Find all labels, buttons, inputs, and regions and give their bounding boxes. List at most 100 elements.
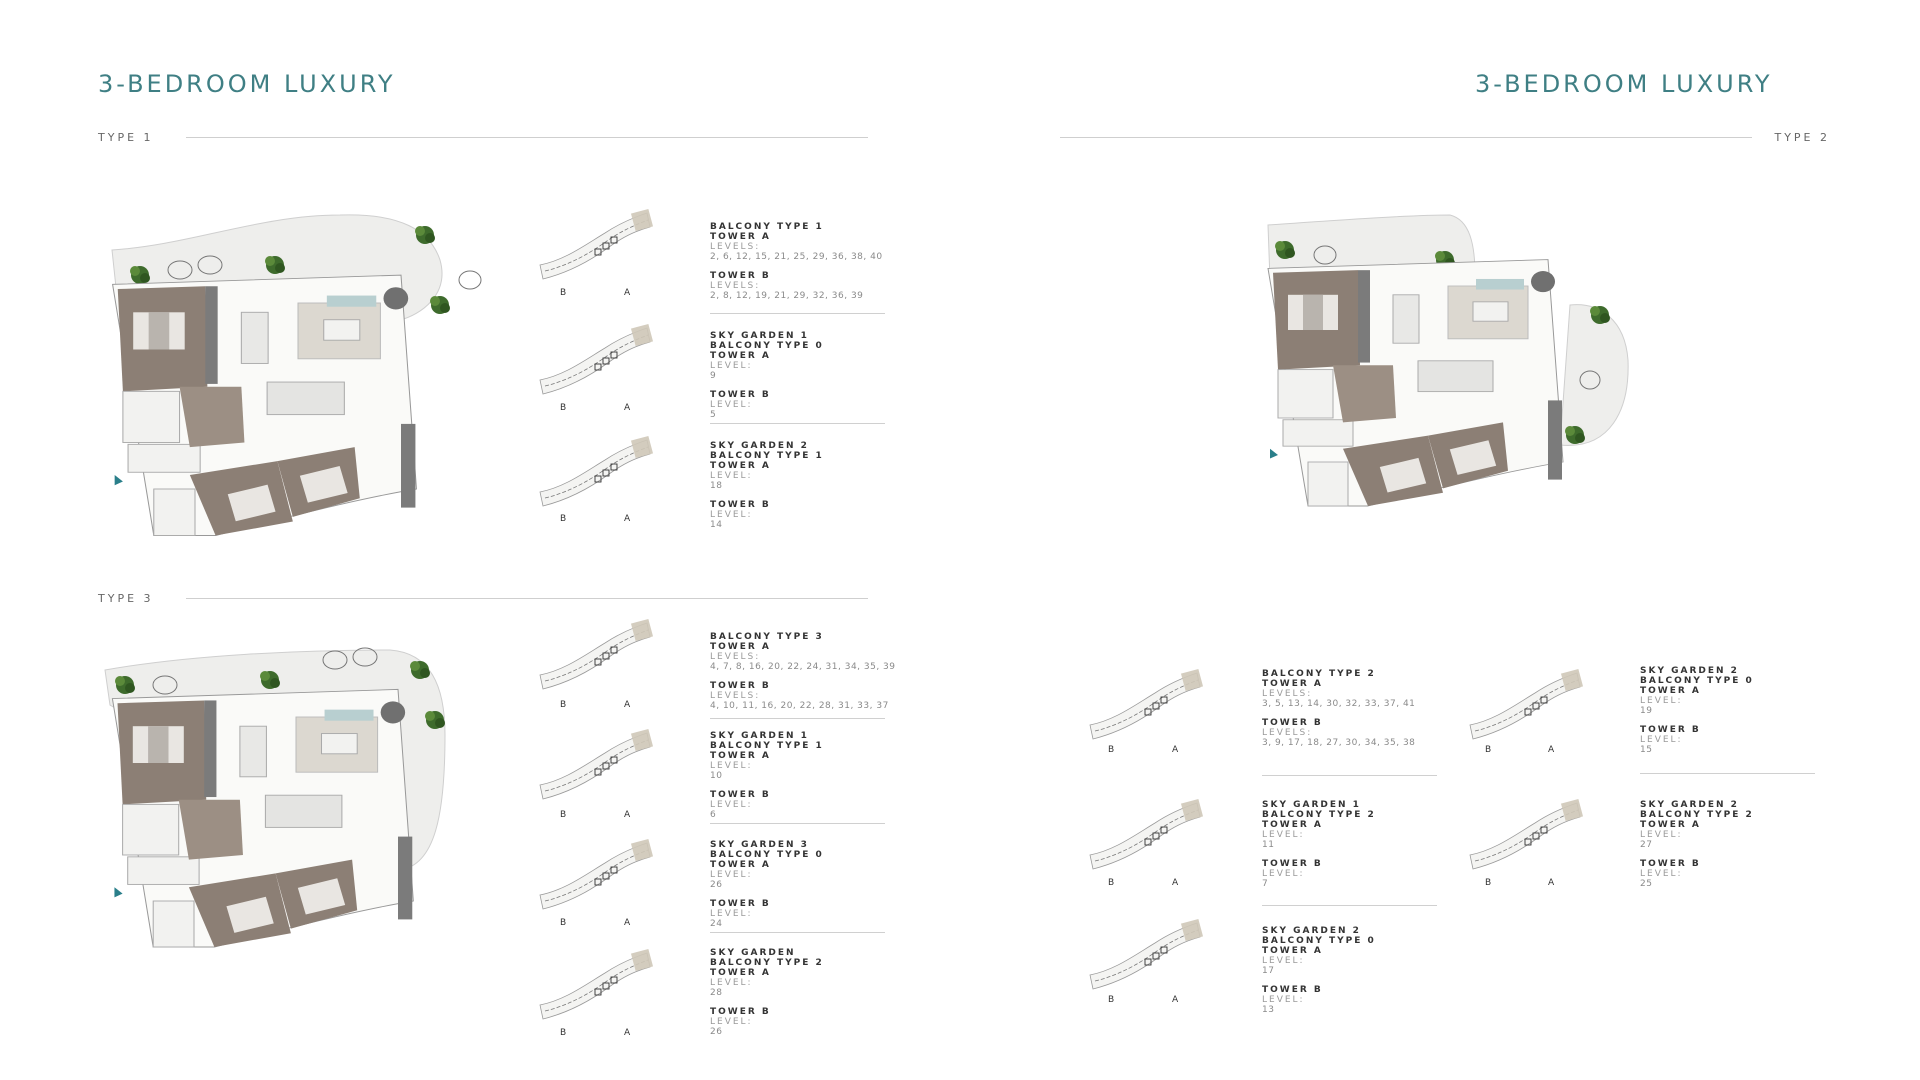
tower-a-title: TOWER A: [710, 642, 771, 652]
divider: [1262, 905, 1437, 906]
levels-label: LEVELS:: [710, 242, 761, 252]
tower-a-title: TOWER A: [1640, 820, 1701, 830]
level-value: 6: [710, 810, 717, 820]
level-value: 9: [710, 371, 717, 381]
tower-a-title: TOWER A: [710, 461, 771, 471]
keyplan-type1-2: [539, 323, 654, 395]
levels-value: 3, 5, 13, 14, 30, 32, 33, 37, 41: [1262, 699, 1416, 709]
level-value: 25: [1640, 879, 1653, 889]
level-info-block: BALCONY TYPE 3 TOWER A LEVELS: 4, 7, 8, …: [710, 632, 896, 711]
divider: [1060, 137, 1752, 138]
tower-a-label: A: [624, 918, 633, 928]
level-info-block: SKY GARDEN 1 BALCONY TYPE 1 TOWER A LEVE…: [710, 731, 824, 820]
level-label: LEVEL:: [1262, 995, 1305, 1005]
divider: [186, 137, 868, 138]
keyplan-type2-5: [1469, 798, 1584, 870]
sky-garden-title: SKY GARDEN 2: [1640, 800, 1739, 810]
level-info-block: SKY GARDEN 3 BALCONY TYPE 0 TOWER A LEVE…: [710, 840, 824, 929]
tower-a-label: A: [1172, 878, 1181, 888]
level-label: LEVEL:: [1640, 735, 1683, 745]
level-label: LEVEL:: [710, 909, 753, 919]
keyplan-type2-3: [1089, 918, 1204, 990]
keyplan-type2-1: [1089, 668, 1204, 740]
level-info-block: BALCONY TYPE 1 TOWER A LEVELS: 2, 6, 12,…: [710, 222, 883, 301]
level-value: 19: [1640, 706, 1653, 716]
level-label: LEVEL:: [710, 400, 753, 410]
keyplan-type3-1: [539, 618, 654, 690]
divider: [710, 823, 885, 824]
level-value: 13: [1262, 1005, 1275, 1015]
divider: [710, 932, 885, 933]
levels-value: 2, 8, 12, 19, 21, 29, 32, 36, 39: [710, 291, 864, 301]
levels-value: 4, 7, 8, 16, 20, 22, 24, 31, 34, 35, 39: [710, 662, 896, 672]
level-info-block: SKY GARDEN 2 BALCONY TYPE 0 TOWER A LEVE…: [1640, 666, 1754, 755]
tower-b-label: B: [1485, 878, 1494, 888]
level-value: 27: [1640, 840, 1653, 850]
tower-a-label: A: [1548, 745, 1557, 755]
balcony-type: BALCONY TYPE 1: [710, 222, 824, 232]
levels-label: LEVELS:: [710, 691, 761, 701]
level-value: 26: [710, 1027, 723, 1037]
floorplan-type-3: [104, 647, 446, 948]
tower-b-title: TOWER B: [710, 899, 771, 909]
section-label: TYPE 3: [98, 592, 154, 605]
divider: [1262, 775, 1437, 776]
sky-garden-title: SKY GARDEN 3: [710, 840, 809, 850]
keyplan-type2-4: [1469, 668, 1584, 740]
floorplan-type-1: [111, 214, 482, 537]
level-info-block: SKY GARDEN 2 BALCONY TYPE 0 TOWER A LEVE…: [1262, 926, 1376, 1015]
tower-b-title: TOWER B: [710, 1007, 771, 1017]
keyplan-type3-4: [539, 948, 654, 1020]
tower-a-title: TOWER A: [710, 860, 771, 870]
level-value: 17: [1262, 966, 1275, 976]
level-info-block: SKY GARDEN 2 BALCONY TYPE 1 TOWER A LEVE…: [710, 441, 824, 530]
tower-b-label: B: [1108, 878, 1117, 888]
level-label: LEVEL:: [710, 761, 753, 771]
section-label: TYPE 1: [98, 131, 154, 144]
tower-a-title: TOWER A: [710, 968, 771, 978]
keyplan-type1-3: [539, 435, 654, 507]
balcony-type: BALCONY TYPE 1: [710, 451, 824, 461]
floorplan-type-2: [1267, 214, 1629, 507]
level-label: LEVEL:: [710, 361, 753, 371]
tower-b-label: B: [560, 1028, 569, 1038]
level-label: LEVEL:: [1640, 869, 1683, 879]
levels-value: 2, 6, 12, 15, 21, 25, 29, 36, 38, 40: [710, 252, 883, 262]
tower-a-title: TOWER A: [1640, 686, 1701, 696]
level-value: 11: [1262, 840, 1275, 850]
sky-garden-title: SKY GARDEN: [710, 948, 796, 958]
sky-garden-title: SKY GARDEN 1: [710, 731, 809, 741]
level-value: 10: [710, 771, 723, 781]
level-value: 5: [710, 410, 717, 420]
levels-label: LEVELS:: [710, 281, 761, 291]
page-title-left: 3-BEDROOM LUXURY: [98, 70, 396, 98]
divider: [710, 313, 885, 314]
tower-a-label: A: [1172, 995, 1181, 1005]
tower-b-title: TOWER B: [1640, 859, 1701, 869]
levels-label: LEVELS:: [1262, 689, 1313, 699]
sky-garden-title: SKY GARDEN 2: [1262, 926, 1361, 936]
balcony-type: BALCONY TYPE 2: [1262, 810, 1376, 820]
tower-b-title: TOWER B: [710, 681, 771, 691]
tower-a-label: A: [624, 810, 633, 820]
tower-a-title: TOWER A: [710, 232, 771, 242]
balcony-type: BALCONY TYPE 0: [710, 850, 824, 860]
balcony-type: BALCONY TYPE 2: [1262, 669, 1376, 679]
keyplan-type3-2: [539, 728, 654, 800]
tower-a-title: TOWER A: [710, 751, 771, 761]
tower-a-label: A: [624, 700, 633, 710]
level-label: LEVEL:: [1262, 830, 1305, 840]
tower-b-label: B: [1485, 745, 1494, 755]
tower-a-label: A: [624, 1028, 633, 1038]
tower-a-label: A: [1548, 878, 1557, 888]
level-info-block: SKY GARDEN BALCONY TYPE 2 TOWER A LEVEL:…: [710, 948, 824, 1037]
keyplan-type1-1: [539, 208, 654, 280]
tower-a-title: TOWER A: [710, 351, 771, 361]
level-label: LEVEL:: [710, 870, 753, 880]
level-label: LEVEL:: [710, 510, 753, 520]
divider: [710, 718, 885, 719]
level-value: 14: [710, 520, 723, 530]
tower-b-title: TOWER B: [1640, 725, 1701, 735]
levels-value: 3, 9, 17, 18, 27, 30, 34, 35, 38: [1262, 738, 1416, 748]
balcony-type: BALCONY TYPE 0: [710, 341, 824, 351]
